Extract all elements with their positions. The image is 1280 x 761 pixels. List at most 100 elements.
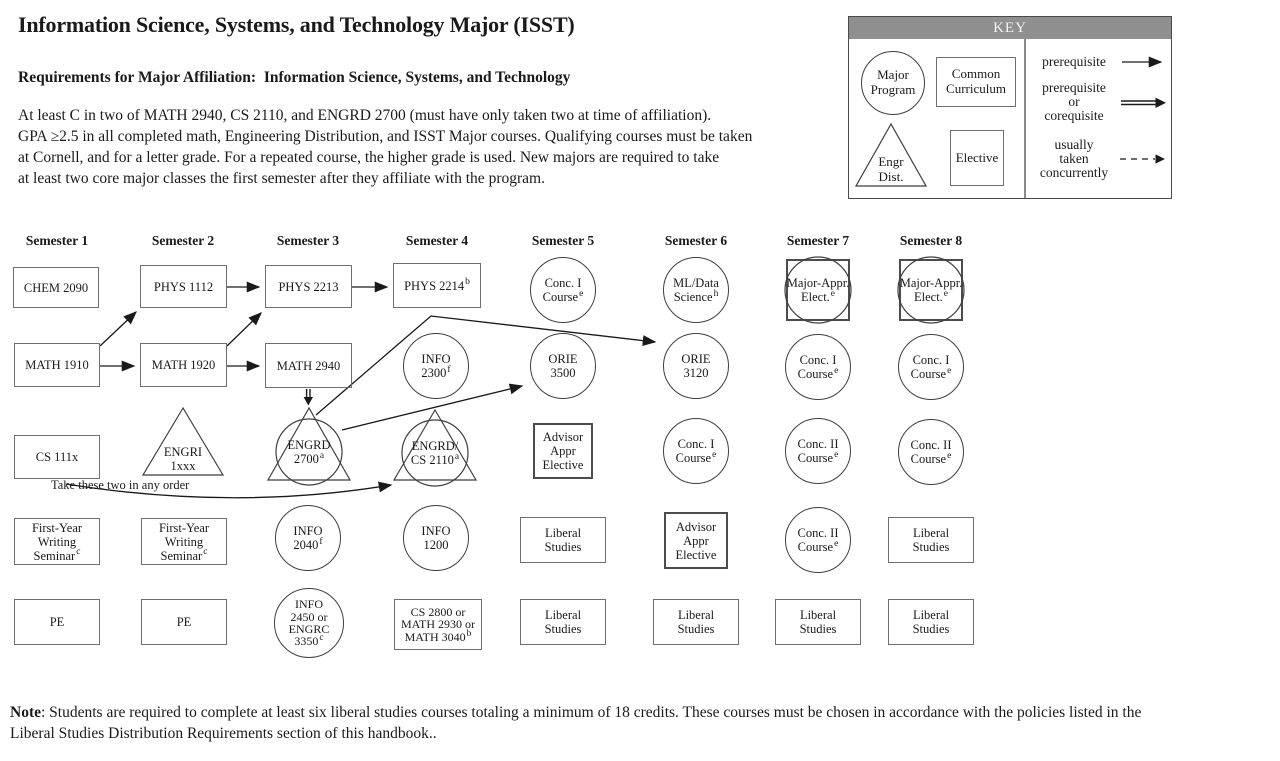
circle-square-icon [897, 256, 965, 324]
course-node-phys2214: PHYS 2214b [393, 263, 481, 308]
course-label: PE [49, 615, 65, 629]
triangle-icon [266, 406, 352, 486]
key-major-program-circle: Major Program [861, 51, 925, 115]
footnote-superscript: c [76, 547, 81, 558]
footnote-superscript: f [447, 364, 451, 375]
circle-square-icon [784, 256, 852, 324]
arrow-math-2940-to-engrd-2700 [303, 389, 313, 406]
key-engr-dist-triangle: Engr Dist. [855, 123, 927, 187]
course-node-math1920: MATH 1920 [140, 343, 227, 387]
triangle-icon [392, 408, 478, 487]
affiliation-line: GPA ≥2.5 in all completed math, Engineer… [18, 128, 753, 145]
footnote-superscript: c [319, 633, 324, 644]
key-usually-concurrent-label: usually taken concurrently [1039, 137, 1109, 180]
key-common-curriculum-rect: Common Curriculum [936, 57, 1016, 107]
footnote-superscript: e [947, 450, 952, 461]
footnote-superscript: h [713, 288, 719, 299]
arrow-engrd-2700-to-orie-3500 [341, 383, 524, 431]
semester-header-2: Semester 2 [151, 233, 215, 248]
key-legend: KEY Major Program Common Curriculum Engr… [848, 16, 1172, 199]
semester-header-5: Semester 5 [531, 233, 595, 248]
semester-header-1: Semester 1 [25, 233, 89, 248]
semester-header-8: Semester 8 [899, 233, 963, 248]
course-label: PHYS 1112 [153, 279, 214, 294]
footnote-superscript: f [319, 536, 323, 547]
arrow-engrd-2700-to-orie-3120 [315, 315, 657, 416]
note-line2: Liberal Studies Distribution Requirement… [10, 725, 437, 742]
course-node-engrdcs2110: ENGRD/CS 2110a [392, 408, 478, 487]
key-label: Curriculum [946, 81, 1006, 96]
key-title: KEY [849, 17, 1171, 39]
course-label: CS 111x [35, 450, 79, 464]
key-label: Program [870, 82, 916, 97]
course-node-pe_s1: PE [14, 599, 100, 645]
triangle-icon [141, 406, 225, 476]
semester-header-4: Semester 4 [405, 233, 469, 248]
footnote-superscript: e [947, 365, 952, 376]
requirements-heading: Requirements for Major Affiliation: Info… [18, 69, 571, 86]
arrow-math-1910-to-phys-1112 [99, 311, 137, 347]
key-elective-square: Elective [950, 130, 1004, 186]
key-label: Elective [955, 149, 999, 165]
footnote-superscript: c [203, 547, 208, 558]
semester-header-6: Semester 6 [664, 233, 728, 248]
liberal-studies-note: Note: Students are required to complete … [10, 702, 1274, 744]
course-label: Major-Appr.Elect.e [786, 276, 850, 304]
affiliation-requirements-text: At least C in two of MATH 2940, CS 2110,… [18, 105, 752, 189]
arrow-math-1920-to-phys-2213 [226, 312, 262, 347]
page-title: Information Science, Systems, and Techno… [18, 12, 575, 37]
course-label: Major-Appr.Elect.e [899, 276, 963, 304]
footnote-superscript: b [465, 277, 470, 288]
note-bold: Note [10, 704, 41, 721]
footnote-superscript: e [834, 365, 839, 376]
course-node-pe_s2: PE [141, 599, 227, 645]
footnote-superscript: e [834, 449, 839, 460]
course-label: PHYS 2213 [278, 279, 339, 294]
triangle-icon [855, 123, 927, 187]
key-arrow-samples [1024, 39, 1166, 198]
affiliation-line: at least two core major classes the firs… [18, 170, 545, 187]
footnote-superscript: e [712, 449, 717, 460]
footnote-superscript: a [319, 450, 325, 461]
